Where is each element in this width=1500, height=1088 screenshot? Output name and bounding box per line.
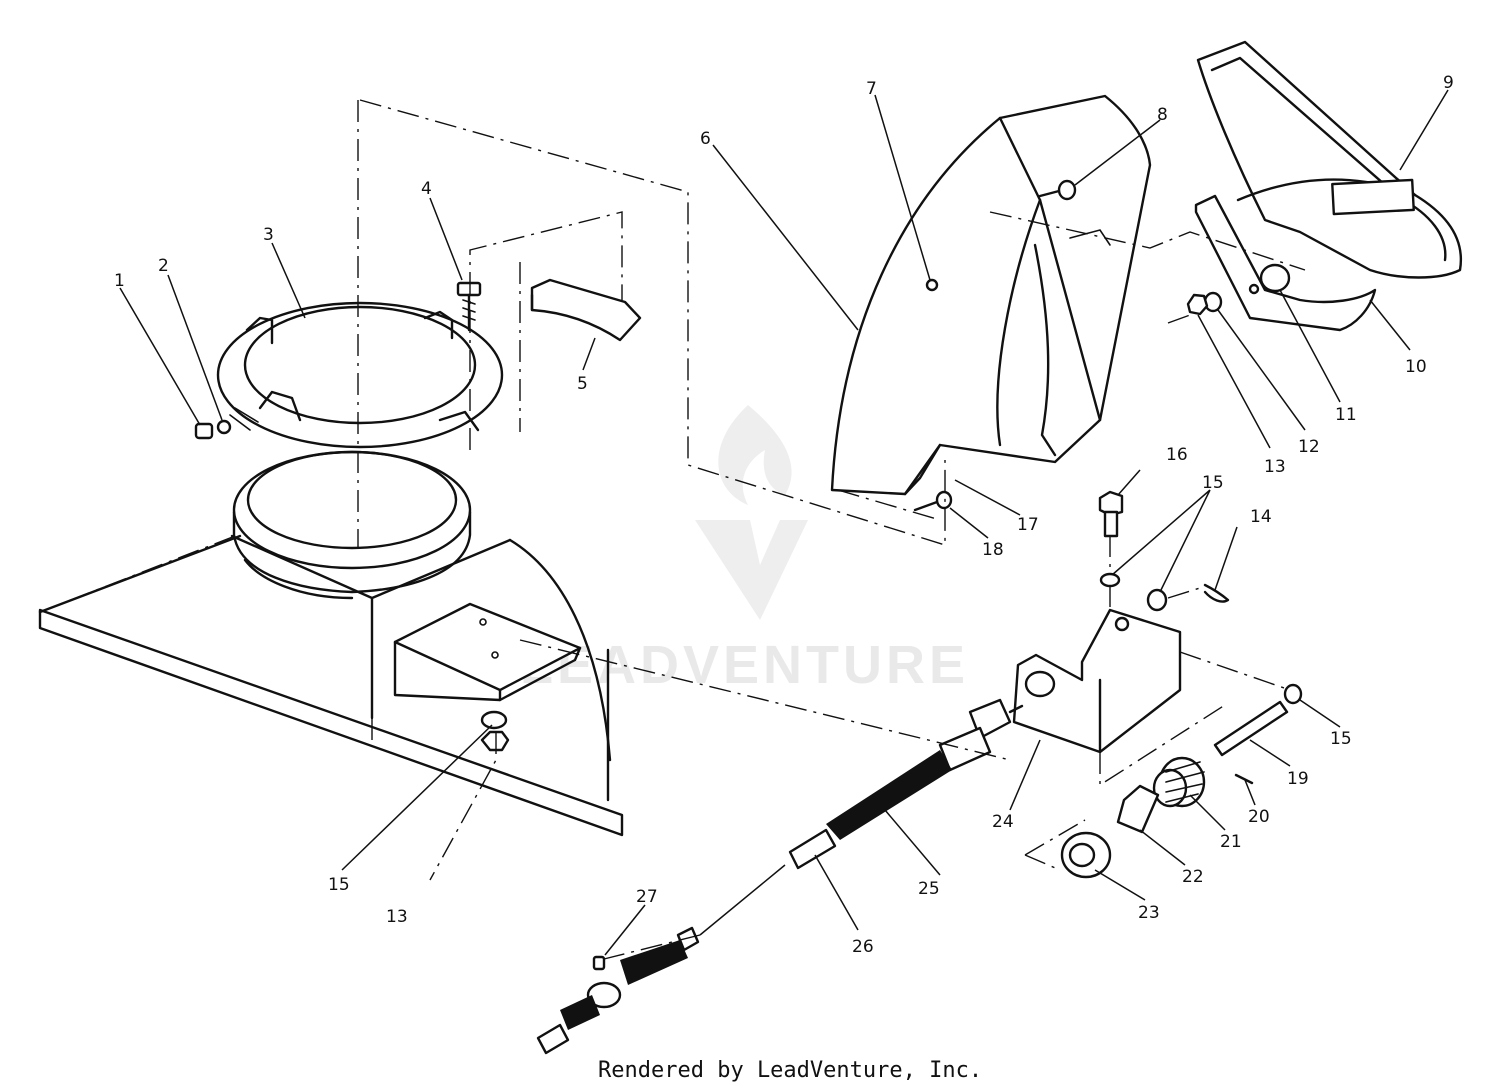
worm-gear	[1152, 756, 1206, 808]
callout-23: 23	[1138, 903, 1160, 923]
control-cable	[788, 698, 1024, 870]
callout-12: 12	[1298, 437, 1320, 457]
chute-base	[232, 450, 472, 600]
callout-15-right: 15	[1330, 729, 1352, 749]
callout-labels: 1 2 3 4 5 6 7 8 9 10 11 12 13 14 15 15 1…	[114, 73, 1454, 957]
lock-washer	[480, 710, 508, 730]
callout-4: 4	[421, 179, 432, 199]
control-bolt	[1098, 490, 1124, 588]
roll-pin	[1234, 773, 1254, 785]
callout-16: 16	[1166, 445, 1188, 465]
hood-nut	[1186, 293, 1209, 316]
callout-19: 19	[1287, 769, 1309, 789]
callout-14: 14	[1250, 507, 1272, 527]
leader-lines	[119, 89, 1449, 956]
callout-21: 21	[1220, 832, 1242, 852]
chute-deflector	[830, 94, 1152, 496]
callout-7: 7	[866, 79, 877, 99]
callout-15-top: 15	[1202, 473, 1224, 493]
callout-10: 10	[1405, 357, 1427, 377]
rotation-ring	[216, 301, 504, 449]
watermark-logo: LEADVENTURE	[520, 405, 965, 695]
thumb-screw	[1038, 179, 1077, 201]
callout-8: 8	[1157, 105, 1168, 125]
wing-screw	[913, 490, 953, 512]
callout-20: 20	[1248, 807, 1270, 827]
crank-handle	[536, 926, 700, 1055]
callout-26: 26	[852, 937, 874, 957]
shaft-washer	[1283, 683, 1303, 705]
clamp-block	[530, 278, 642, 342]
shaft-pin	[1213, 700, 1289, 757]
control-shaft	[699, 864, 786, 936]
chute-hood	[1194, 40, 1463, 332]
assembly-lines	[39, 99, 1306, 961]
callout-1: 1	[114, 271, 125, 291]
cotter-pin	[1203, 583, 1230, 603]
mount-bracket	[393, 602, 582, 702]
callout-27: 27	[636, 887, 658, 907]
callout-3: 3	[263, 225, 274, 245]
callout-18: 18	[982, 540, 1004, 560]
credit-text: Rendered by LeadVenture, Inc.	[598, 1058, 982, 1083]
callout-25: 25	[918, 879, 940, 899]
callout-2: 2	[158, 256, 169, 276]
flange-nut	[194, 419, 232, 440]
callout-17: 17	[1017, 515, 1039, 535]
bushing	[1116, 784, 1160, 834]
control-bracket	[1012, 608, 1182, 754]
hood-washer	[1203, 291, 1223, 313]
callout-6: 6	[700, 129, 711, 149]
callout-5: 5	[577, 374, 588, 394]
callout-9: 9	[1443, 73, 1454, 93]
callout-22: 22	[1182, 867, 1204, 887]
callout-11: 11	[1335, 405, 1357, 425]
callout-13: 13	[1264, 457, 1286, 477]
pin-washer	[1146, 588, 1168, 612]
callout-15-left: 15	[328, 875, 350, 895]
callout-13-left: 13	[386, 907, 408, 927]
callout-24: 24	[992, 812, 1014, 832]
bolt	[456, 281, 482, 332]
hex-nut	[480, 730, 510, 752]
jam-nut	[1060, 831, 1112, 879]
